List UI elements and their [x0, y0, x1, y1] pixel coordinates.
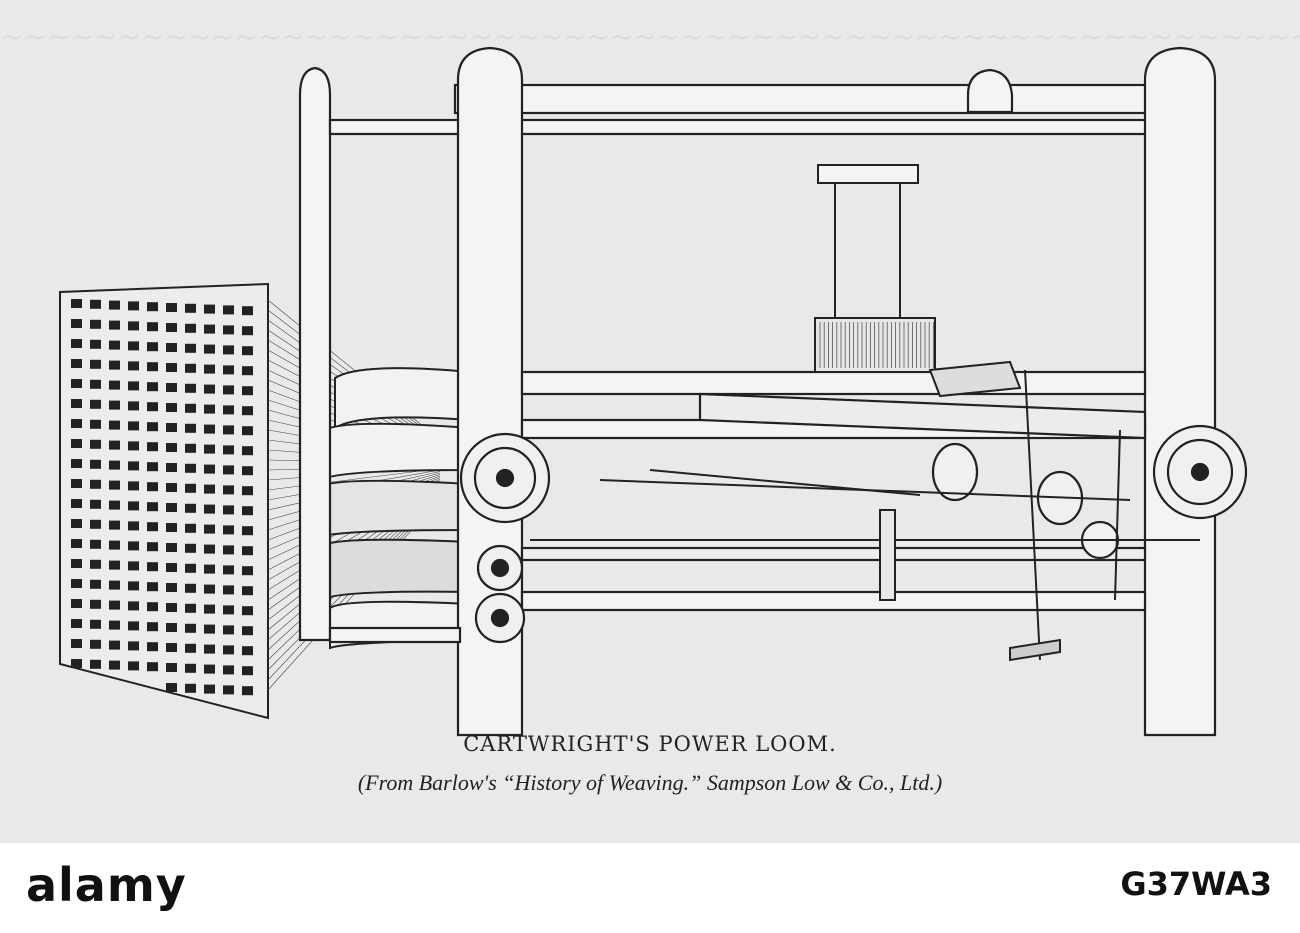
warp-beam-rolls [317, 367, 471, 650]
card-holes [71, 299, 253, 696]
caption-title: CARTWRIGHT'S POWER LOOM. [463, 732, 837, 756]
caption-source: (From Barlow's “History of Weaving.” Sam… [357, 770, 943, 795]
jacquard-card-board [59, 282, 269, 720]
footer-band [0, 843, 1300, 933]
brand-logo[interactable]: alamy [26, 858, 187, 912]
reed [819, 322, 934, 368]
power-loom-illustration [59, 46, 1248, 737]
shafts-levers [530, 369, 1200, 662]
show-through-text: ~~~~~~~~~~~~~~~~~~~~~~~~~~~~~~~~~~~~~~~~… [0, 20, 1300, 53]
engraving-plate: ~~~~~~~~~~~~~~~~~~~~~~~~~~~~~~~~~~~~~~~~… [0, 0, 1300, 843]
drive-gears [459, 424, 1248, 644]
heddle-harness [814, 164, 1022, 398]
image-id: G37WA3 [1120, 865, 1272, 903]
